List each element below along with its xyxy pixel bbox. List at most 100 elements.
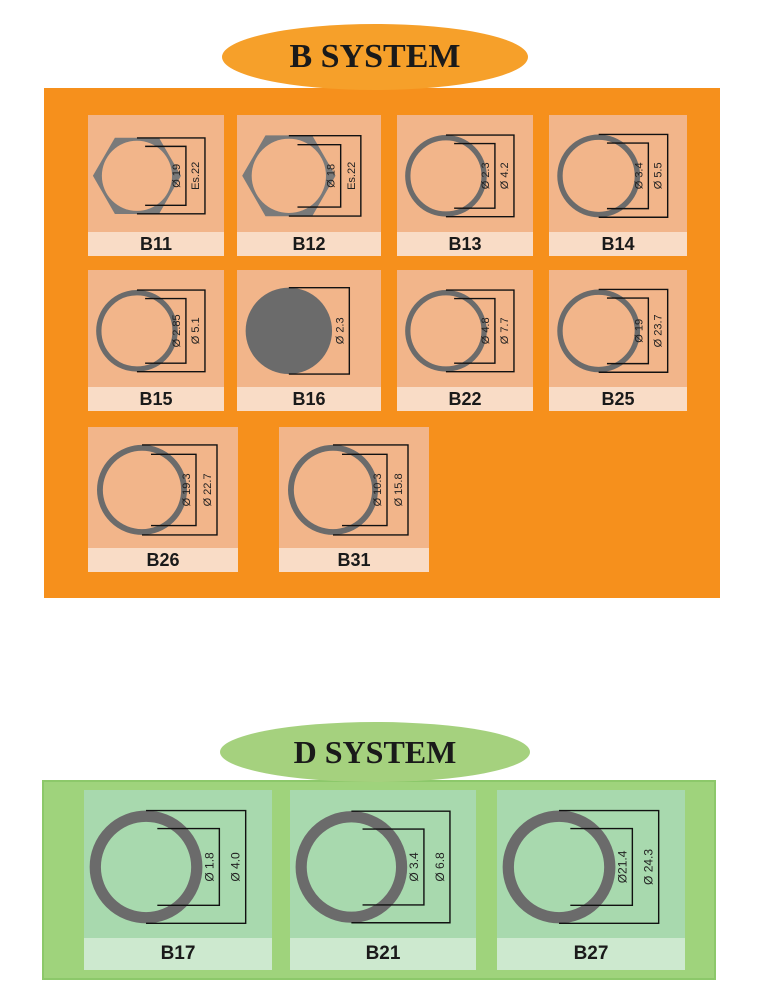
- part-label: B16: [237, 387, 381, 411]
- dimension-label: Ø 1.8: [202, 852, 216, 882]
- part-label: B12: [237, 232, 381, 256]
- dimension-line: [606, 297, 650, 365]
- ring-shape: [405, 290, 487, 372]
- part-drawing: Ø 10.3 Ø 15.8: [287, 444, 409, 536]
- part-label: B31: [279, 548, 429, 572]
- ring-shape: [96, 290, 178, 372]
- dimension-label: Ø 6.8: [433, 852, 447, 882]
- dimension-line: [333, 444, 409, 536]
- part-drawing: Ø21.4 Ø 24.3: [502, 809, 660, 925]
- dimension-label: Ø 7.7: [499, 317, 511, 344]
- ring-shape: [557, 289, 641, 373]
- part-label: B14: [549, 232, 687, 256]
- dimension-line: [445, 289, 515, 373]
- b-system-title: B SYSTEM: [222, 24, 528, 90]
- part-label: B25: [549, 387, 687, 411]
- dimension-line: [145, 297, 187, 364]
- dimension-line: [598, 288, 669, 373]
- part-drawing: Ø 19.3 Ø 22.7: [96, 444, 218, 536]
- part-label: B21: [290, 938, 476, 970]
- dimension-label: Ø 15.8: [393, 473, 405, 506]
- dimension-line: [151, 453, 197, 527]
- dimension-line: [142, 444, 218, 536]
- dimension-line: [157, 827, 221, 907]
- dimension-label: Ø 23.7: [653, 314, 665, 347]
- disc-shape: [245, 287, 333, 375]
- part-drawing: Ø 19 Es.22: [92, 137, 206, 215]
- part-drawing: Ø 2.3 Ø 4.2: [405, 134, 515, 218]
- dimension-line: [136, 289, 206, 373]
- dimension-line: [288, 134, 362, 217]
- hex-bore: [101, 140, 173, 211]
- dimension-label: Ø 5.1: [190, 317, 202, 344]
- dimension-label: Ø 19: [633, 319, 645, 343]
- ring-shape: [405, 135, 487, 217]
- part-label: B15: [88, 387, 224, 411]
- part-label: B11: [88, 232, 224, 256]
- dimension-label: Ø 2.3: [480, 162, 492, 189]
- dimension-label: Ø 4.2: [499, 162, 511, 189]
- dimension-line: [445, 134, 515, 218]
- dimension-label: Ø 5.5: [653, 162, 665, 189]
- part-drawing: Ø 4.8 Ø 7.7: [405, 289, 515, 373]
- dimension-label: Ø 4.0: [229, 852, 243, 882]
- dimension-label: Ø 19: [171, 164, 183, 188]
- hex-bore: [251, 138, 326, 213]
- dimension-label: Ø 2.3: [334, 317, 346, 344]
- dimension-line: [606, 142, 650, 210]
- dimension-line: [570, 827, 634, 907]
- ring-shape: [295, 811, 408, 923]
- dimension-label: Ø 4.8: [480, 317, 492, 344]
- dimension-line: [288, 286, 351, 375]
- dimension-line: [454, 297, 496, 364]
- dimension-label: Ø21.4: [615, 850, 629, 883]
- dimension-label: Es.22: [346, 162, 358, 190]
- ring-shape: [89, 810, 203, 924]
- part-drawing: Ø 19 Ø 23.7: [557, 288, 669, 373]
- part-label: B22: [397, 387, 533, 411]
- dimension-label: Ø 22.7: [202, 473, 214, 506]
- dimension-line: [362, 828, 425, 906]
- dimension-label: Ø 10.3: [372, 473, 384, 506]
- dimension-label: Ø 24.3: [642, 849, 656, 885]
- part-drawing: Ø 2.3: [245, 286, 351, 375]
- dimension-line: [145, 145, 187, 206]
- part-label: B27: [497, 938, 685, 970]
- dimension-line: [598, 133, 669, 218]
- dimension-line: [146, 809, 247, 925]
- dimension-line: [136, 137, 206, 215]
- dimension-label: Ø 3.4: [407, 852, 421, 882]
- ring-shape: [287, 444, 379, 535]
- dimension-label: Ø 19.3: [181, 473, 193, 506]
- dimension-line: [297, 143, 342, 208]
- d-system-title: D SYSTEM: [220, 722, 530, 782]
- dimension-label: Es.22: [190, 162, 202, 190]
- dimension-line: [454, 142, 496, 209]
- dimension-line: [342, 453, 388, 527]
- dimension-label: Ø 2.85: [171, 314, 183, 347]
- ring-shape: [96, 444, 188, 535]
- part-label: B17: [84, 938, 272, 970]
- ring-shape: [502, 810, 616, 924]
- dimension-line: [559, 809, 660, 925]
- ring-shape: [557, 134, 641, 218]
- dimension-label: Ø 3.4: [633, 162, 645, 189]
- part-label: B13: [397, 232, 533, 256]
- part-drawing: Ø 3.4 Ø 6.8: [295, 810, 451, 924]
- part-drawing: Ø 1.8 Ø 4.0: [89, 809, 247, 925]
- dimension-line: [351, 810, 451, 924]
